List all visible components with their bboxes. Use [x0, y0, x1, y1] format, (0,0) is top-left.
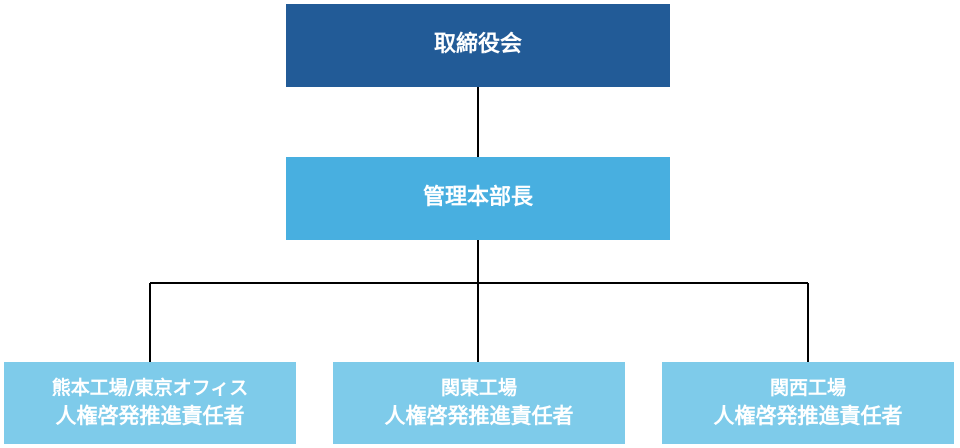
kumamoto-tokyo-box: 熊本工場/東京オフィス 人権啓発推進責任者 — [4, 362, 296, 444]
site-name-kansai: 関西工場 — [769, 377, 846, 399]
board-of-directors-label: 取締役会 — [433, 32, 522, 58]
kanto-factory-box: 関東工場 人権啓発推進責任者 — [333, 362, 625, 444]
site-name-kanto: 関東工場 — [440, 377, 517, 399]
kansai-factory-box: 関西工場 人権啓発推進責任者 — [662, 362, 954, 444]
site-role-kumamoto-tokyo: 人権啓発推進責任者 — [55, 403, 245, 428]
site-role-kansai: 人権啓発推進責任者 — [713, 403, 903, 428]
general-manager-box: 管理本部長 — [286, 157, 670, 240]
site-name-kumamoto-tokyo: 熊本工場/東京オフィス — [51, 377, 249, 399]
site-role-kanto: 人権啓発推進責任者 — [384, 403, 574, 428]
general-manager-label: 管理本部長 — [422, 185, 533, 211]
board-of-directors-box: 取締役会 — [286, 4, 670, 87]
